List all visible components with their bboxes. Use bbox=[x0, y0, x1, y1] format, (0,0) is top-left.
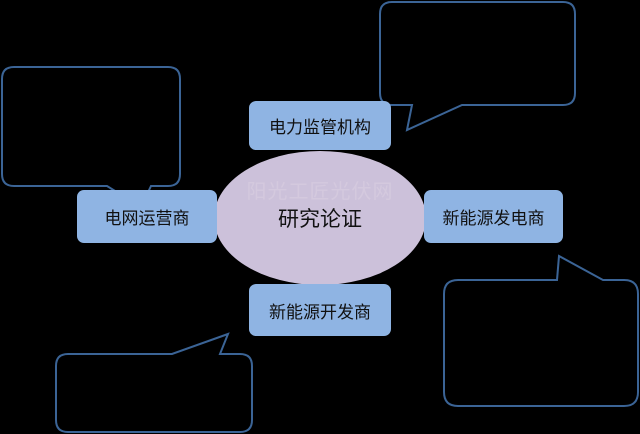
callout-top-left bbox=[1, 66, 181, 209]
center-ellipse bbox=[214, 151, 426, 285]
node-developer: 新能源开发商 bbox=[249, 284, 391, 336]
node-power-producer: 新能源发电商 bbox=[424, 190, 563, 243]
callout-top-right bbox=[379, 1, 576, 132]
watermark: 阳光工匠光伏网 bbox=[246, 179, 394, 203]
callout-bottom-left bbox=[55, 332, 253, 433]
node-regulator: 电力监管机构 bbox=[249, 101, 391, 150]
center-label: 研究论证 bbox=[278, 207, 362, 231]
callout-bottom-right bbox=[443, 254, 639, 407]
node-grid-operator: 电网运营商 bbox=[77, 190, 217, 243]
